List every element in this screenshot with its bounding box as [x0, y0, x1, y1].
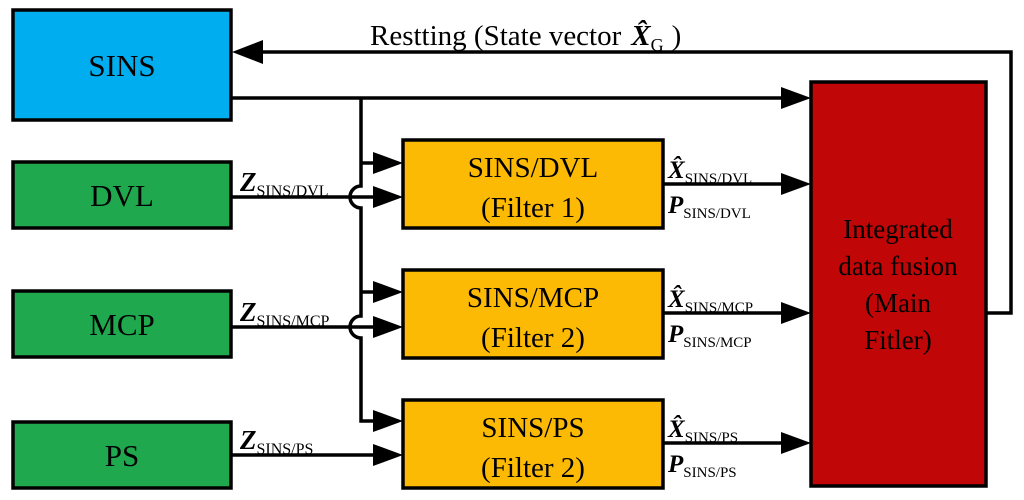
- arrowhead-dvl-filter1: [373, 186, 403, 208]
- filter3-label-line2: (Filter 2): [481, 452, 585, 484]
- dvl-label: DVL: [90, 178, 154, 213]
- mcp-block: [11, 289, 233, 359]
- arrowhead-branch-filter1: [373, 152, 403, 174]
- z-sins-dvl-label: ZSINS/DVL: [239, 167, 329, 200]
- arrowhead-branch-filter3: [373, 410, 403, 432]
- arrowhead-branch-filter2: [373, 281, 403, 303]
- arrowhead-mcp-filter2: [373, 316, 403, 338]
- p-sins-mcp-label: PSINS/MCP: [667, 321, 752, 351]
- fusion-label-line4: Fitler): [864, 325, 932, 355]
- connector-sins-branch-vertical: [348, 98, 375, 423]
- block-label-layer: SINS DVL MCP PS SINS/DVL (Filter 1) SINS…: [88, 48, 958, 484]
- filter1-block: [401, 138, 665, 230]
- arrowhead-sins-into-fusion: [781, 87, 811, 109]
- fusion-label-line2: data fusion: [838, 251, 958, 281]
- block-layer: [11, 8, 988, 490]
- arrowhead-feedback-into-sins: [232, 40, 263, 64]
- arrowhead-ps-filter3: [373, 444, 403, 466]
- ps-block: [11, 420, 233, 490]
- fusion-label-line1: Integrated: [843, 214, 953, 244]
- dvl-block: [11, 160, 233, 230]
- p-sins-dvl-label: PSINS/DVL: [667, 192, 751, 222]
- feedback-label-suffix: ): [672, 20, 682, 52]
- filter1-label-line2: (Filter 1): [481, 192, 585, 224]
- connector-layer: [230, 40, 1013, 466]
- filter3-label-line1: SINS/PS: [481, 412, 584, 444]
- mcp-label: MCP: [89, 307, 154, 342]
- connector-feedback: [261, 50, 1013, 315]
- fusion-label-line3: (Main: [865, 288, 931, 318]
- filter2-label-line1: SINS/MCP: [467, 282, 599, 314]
- arrowhead-filter1-fusion: [781, 173, 811, 195]
- x-sins-dvl-label: X̂SINS/DVL: [667, 156, 752, 187]
- arrowhead-filter2-fusion: [781, 302, 811, 324]
- filter2-block: [401, 268, 665, 360]
- sins-label: SINS: [88, 48, 155, 83]
- sins-block: [11, 8, 233, 122]
- arrowhead-filter3-fusion: [781, 432, 811, 454]
- ps-label: PS: [105, 438, 139, 473]
- p-sins-ps-label: PSINS/PS: [667, 451, 737, 481]
- feedback-state-vector-symbol: X̂: [630, 19, 651, 52]
- fusion-block: [809, 80, 988, 488]
- filter1-label-line1: SINS/DVL: [468, 152, 599, 184]
- x-sins-mcp-label: X̂SINS/MCP: [667, 285, 753, 316]
- z-sins-ps-label: ZSINS/PS: [239, 425, 313, 458]
- feedback-label-prefix: Restting (State vector: [370, 20, 622, 52]
- feedback-state-vector-subscript: G: [651, 35, 664, 55]
- filter2-label-line2: (Filter 2): [481, 322, 585, 354]
- filter3-block: [401, 398, 665, 490]
- z-sins-mcp-label: ZSINS/MCP: [239, 297, 330, 330]
- x-sins-ps-label: X̂SINS/PS: [667, 415, 738, 446]
